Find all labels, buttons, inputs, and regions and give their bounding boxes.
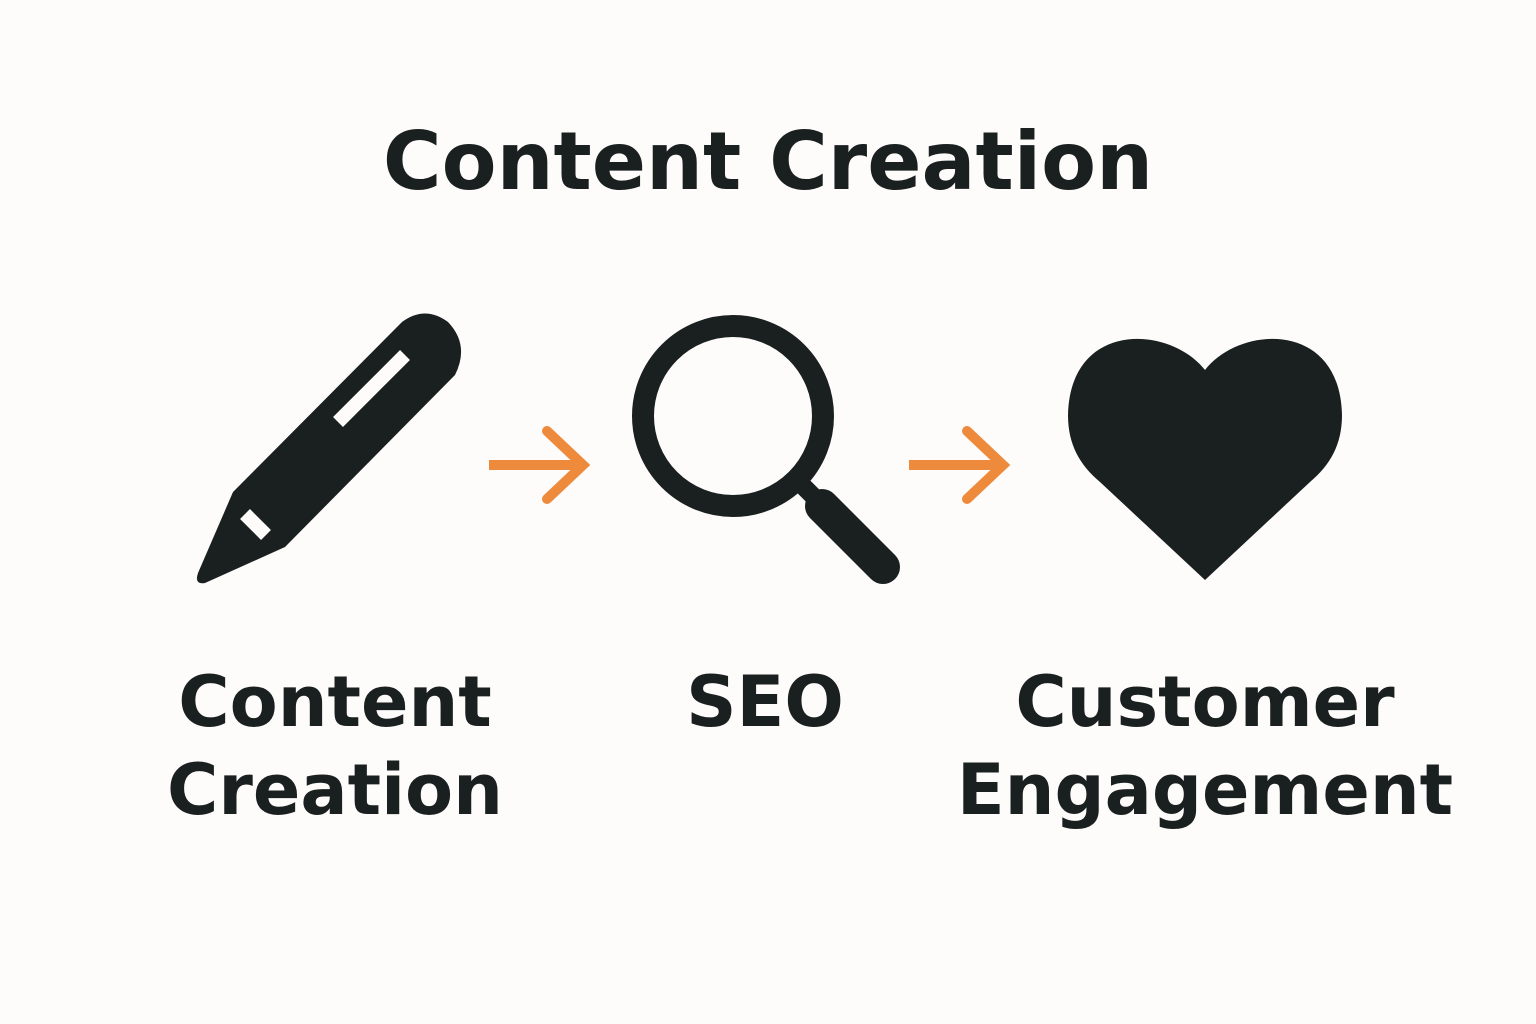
arrow-right-icon [489,426,591,504]
magnifier-icon [632,315,900,584]
step-label-line: Engagement [956,749,1454,831]
pencil-icon [196,313,462,584]
step-label-line: Creation [167,749,503,831]
step-label-line: SEO [686,661,844,743]
diagram-title: Content Creation [382,115,1154,208]
step-label-content-creation: Content Creation [130,658,540,834]
step-label-seo: SEO [615,658,915,746]
step-label-line: Content [178,661,492,743]
arrow-right-icon [909,426,1011,504]
step-label-line: Customer [1015,661,1395,743]
heart-icon [1068,338,1342,580]
step-label-customer-engagement: Customer Engagement [945,658,1465,834]
